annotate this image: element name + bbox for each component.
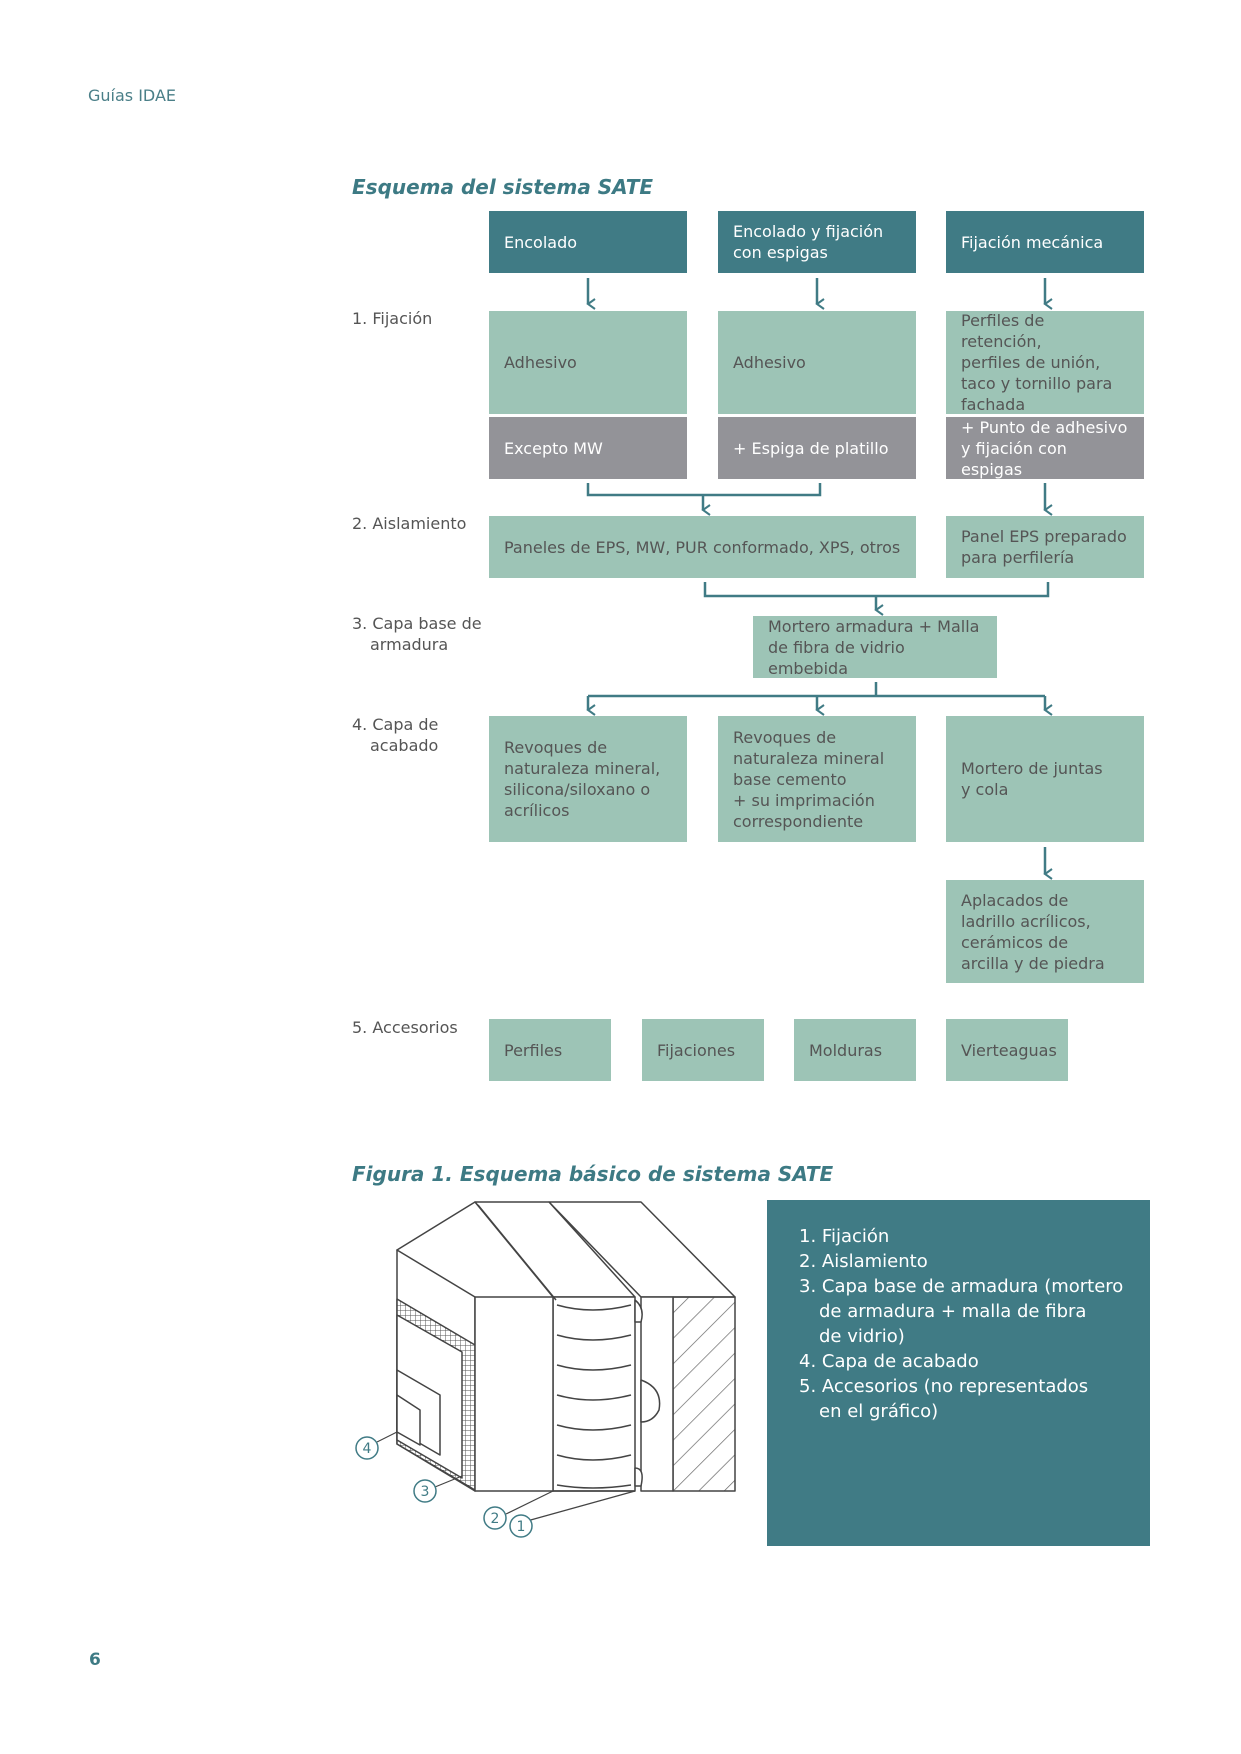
render-layer	[396, 1394, 421, 1446]
scheme-title: Esquema del sistema SATE	[352, 175, 654, 199]
wall-front	[672, 1296, 736, 1492]
leader-2	[505, 1490, 554, 1515]
fixing-adhesivo-1: Adhesivo	[489, 311, 687, 414]
legend-item-5: 5. Accesorios (no representados en el gr…	[799, 1376, 1089, 1422]
method-fijacion-mecanica: Fijación mecánica	[946, 211, 1144, 273]
figure-title: Figura 1. Esquema básico de sistema SATE	[352, 1162, 834, 1186]
leader-3	[434, 1475, 463, 1488]
fixing-adhesivo-2: Adhesivo	[718, 311, 916, 414]
legend-item-3: 3. Capa base de armadura (mortero de arm…	[799, 1276, 1124, 1347]
callout-4: 4	[363, 1441, 372, 1457]
leader-4	[376, 1431, 398, 1443]
legend-item-4: 4. Capa de acabado	[799, 1351, 979, 1372]
callout-3-circle	[413, 1479, 437, 1503]
row-label-fijacion: 1. Fijación	[352, 309, 433, 328]
insulation-waves	[556, 1304, 632, 1489]
layers-front	[474, 1296, 554, 1492]
row-label-aislamiento: 2. Aislamiento	[352, 514, 467, 533]
fixing-perfiles: Perfiles de retención,perfiles de unión,…	[946, 311, 1144, 414]
adhesive-top	[634, 1299, 643, 1323]
callout-2: 2	[491, 1511, 500, 1527]
running-header: Guías IDAE	[88, 86, 177, 105]
legend-item-1: 1. Fijación	[799, 1226, 890, 1247]
adhesive-middle	[640, 1379, 661, 1423]
fixing-espiga-platillo: + Espiga de platillo	[718, 417, 916, 479]
page-number: 6	[89, 1650, 101, 1670]
callout-3: 3	[421, 1484, 430, 1500]
row-label-accesorios: 5. Accesorios	[352, 1018, 458, 1037]
callout-2-circle	[483, 1506, 507, 1530]
legend-item-2: 2. Aislamiento	[799, 1251, 928, 1272]
callout-4-circle	[355, 1436, 379, 1460]
accessory-molduras: Molduras	[794, 1019, 916, 1081]
method-encolado: Encolado	[489, 211, 687, 273]
callout-1: 1	[517, 1519, 526, 1535]
row-label-capa-base: 3. Capa base de armadura	[352, 614, 482, 654]
adhesive-bottom	[634, 1467, 643, 1487]
accessory-vierteaguas: Vierteaguas	[946, 1019, 1068, 1081]
leader-1	[526, 1490, 636, 1522]
insulation-front	[552, 1296, 636, 1492]
accessory-perfiles: Perfiles	[489, 1019, 611, 1081]
figure-legend: 1. Fijación 2. Aislamiento 3. Capa base …	[767, 1200, 1150, 1546]
fixing-excepto-mw: Excepto MW	[489, 417, 687, 479]
insulation-paneles: Paneles de EPS, MW, PUR conformado, XPS,…	[489, 516, 916, 578]
accessory-fijaciones: Fijaciones	[642, 1019, 764, 1081]
callout-1-circle	[509, 1514, 533, 1538]
row-label-acabado: 4. Capa de acabado	[352, 715, 439, 755]
